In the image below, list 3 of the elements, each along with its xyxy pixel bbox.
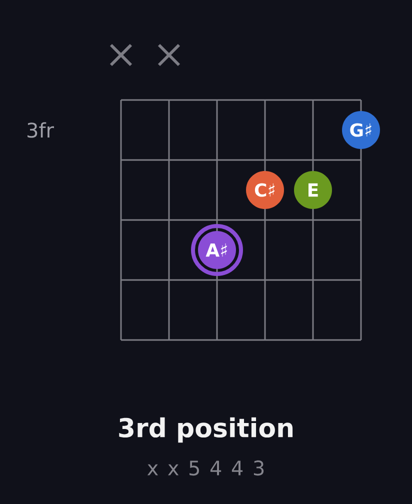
fret-label: 3fr bbox=[28, 122, 54, 138]
fingering-text: x x 5 4 4 3 bbox=[147, 460, 264, 476]
position-title: 3rd position bbox=[119, 417, 293, 443]
